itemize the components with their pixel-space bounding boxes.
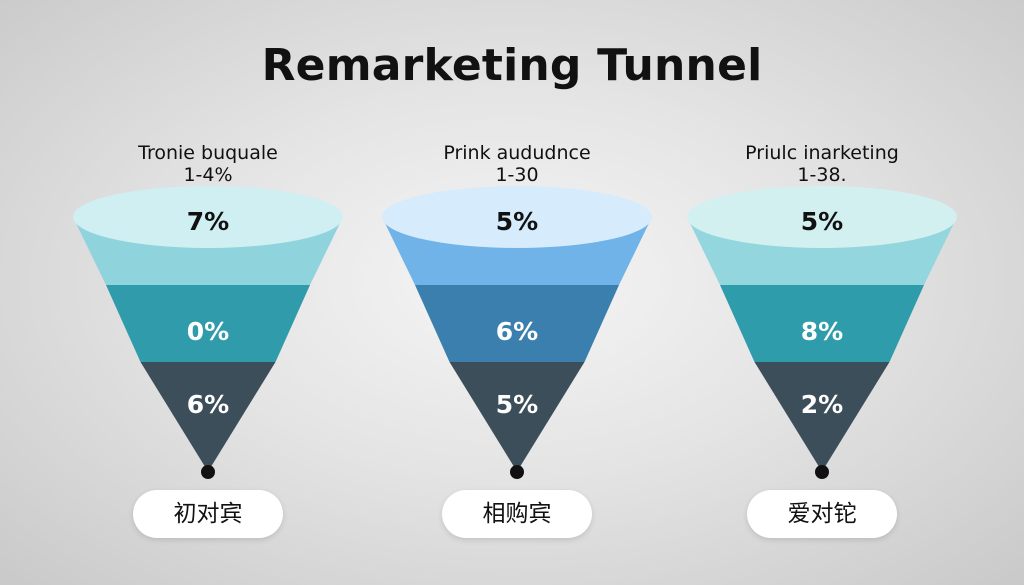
funnel-1-top-value: 7%	[186, 207, 230, 236]
funnel-2-range: 1-30	[495, 164, 539, 186]
funnel-1-bottom-segment	[140, 362, 276, 470]
funnel-2-bottom-segment	[449, 362, 585, 470]
funnel-3-mid-value: 8%	[800, 317, 844, 346]
funnel-2-stage-label: 相购宾	[442, 490, 592, 538]
funnel-2-top-value: 5%	[495, 207, 539, 236]
funnel-1: Tronie buquale 1-4% 7% 0% 6% 初对宾	[63, 140, 353, 560]
funnel-3-range: 1-38.	[797, 164, 847, 186]
funnel-2-name: Prink aududnce	[443, 142, 591, 164]
funnel-2-point	[510, 465, 524, 479]
funnel-3-stage-label: 爱对铊	[747, 490, 897, 538]
funnel-3-name: Priulc inarketing	[745, 142, 899, 164]
funnel-2-mid-segment	[415, 285, 619, 362]
funnel-3-point	[815, 465, 829, 479]
funnel-3-rim	[687, 186, 957, 248]
funnel-1-name: Tronie buquale	[138, 142, 278, 164]
funnel-1-point	[201, 465, 215, 479]
funnel-1-mid-segment	[106, 285, 310, 362]
funnel-1-graphic	[73, 186, 343, 479]
funnel-3-graphic	[687, 186, 957, 479]
funnel-3: Priulc inarketing 1-38. 5% 8% 2% 爱对铊	[677, 140, 967, 560]
funnel-2-rim	[382, 186, 652, 248]
funnel-1-rim	[73, 186, 343, 248]
funnel-1-mid-value: 0%	[186, 317, 230, 346]
funnel-3-bottom-value: 2%	[800, 390, 844, 419]
funnel-2-bottom-value: 5%	[495, 390, 539, 419]
funnel-2-graphic	[382, 186, 652, 479]
funnel-1-range: 1-4%	[183, 164, 233, 186]
funnel-2-mid-value: 6%	[495, 317, 539, 346]
funnel-2: Prink aududnce 1-30 5% 6% 5% 相购宾	[372, 140, 662, 560]
funnel-3-top-value: 5%	[800, 207, 844, 236]
funnel-1-stage-label: 初对宾	[133, 490, 283, 538]
funnel-1-bottom-value: 6%	[186, 390, 230, 419]
funnel-3-mid-segment	[720, 285, 924, 362]
funnel-3-bottom-segment	[754, 362, 890, 470]
page-title: Remarketing Tunnel	[261, 40, 763, 91]
